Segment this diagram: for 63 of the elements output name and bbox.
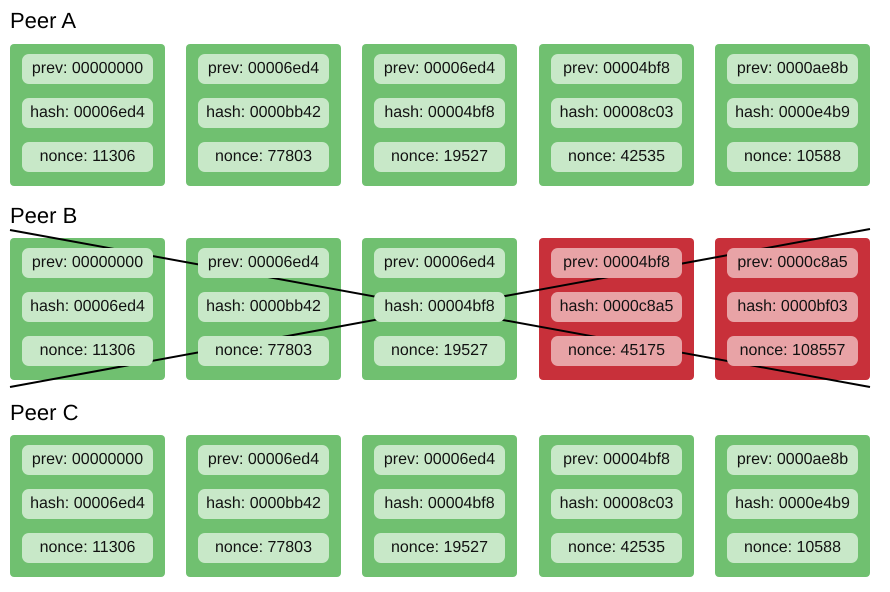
field-value: prev: 00000000 (22, 445, 153, 475)
field-value: prev: 00006ed4 (198, 445, 329, 475)
field-value: prev: 00004bf8 (551, 445, 682, 475)
block-card (362, 435, 517, 577)
block-card (362, 238, 517, 380)
field-value: nonce: 10588 (727, 142, 858, 172)
field-value: hash: 0000e4b9 (727, 489, 858, 519)
field-value: prev: 0000ae8b (727, 54, 858, 84)
field-value: nonce: 108557 (727, 336, 858, 366)
field-value: prev: 00000000 (22, 54, 153, 84)
field-value: nonce: 11306 (22, 336, 153, 366)
field-value: hash: 00004bf8 (374, 98, 505, 128)
field-value: prev: 00006ed4 (374, 445, 505, 475)
field-value: hash: 0000c8a5 (551, 292, 682, 322)
peer-heading: Peer A (10, 8, 76, 34)
field-value: prev: 0000ae8b (727, 445, 858, 475)
invalid-block-card (539, 238, 694, 380)
block-card (186, 238, 341, 380)
block-card (186, 435, 341, 577)
field-value: hash: 00008c03 (551, 98, 682, 128)
field-value: hash: 00006ed4 (22, 489, 153, 519)
block-card (186, 44, 341, 186)
field-value: hash: 00004bf8 (374, 292, 505, 322)
field-value: nonce: 19527 (374, 336, 505, 366)
field-value: prev: 00000000 (22, 248, 153, 278)
field-value: prev: 00006ed4 (198, 54, 329, 84)
field-value: nonce: 77803 (198, 336, 329, 366)
block-card (715, 435, 870, 577)
block-card (539, 44, 694, 186)
peer-heading: Peer B (10, 203, 78, 229)
field-value: hash: 00008c03 (551, 489, 682, 519)
field-value: hash: 00004bf8 (374, 489, 505, 519)
block-card (539, 435, 694, 577)
field-value: nonce: 19527 (374, 533, 505, 563)
field-value: nonce: 77803 (198, 533, 329, 563)
field-value: nonce: 10588 (727, 533, 858, 563)
field-value: prev: 00006ed4 (374, 248, 505, 278)
field-value: nonce: 42535 (551, 533, 682, 563)
field-value: hash: 0000bb42 (198, 98, 329, 128)
field-value: nonce: 11306 (22, 533, 153, 563)
field-value: nonce: 45175 (551, 336, 682, 366)
field-value: prev: 00006ed4 (374, 54, 505, 84)
block-card (362, 44, 517, 186)
field-value: hash: 0000bf03 (727, 292, 858, 322)
block-card (715, 44, 870, 186)
field-value: prev: 00004bf8 (551, 54, 682, 84)
field-value: prev: 00004bf8 (551, 248, 682, 278)
field-value: hash: 0000bb42 (198, 489, 329, 519)
field-value: nonce: 19527 (374, 142, 505, 172)
invalid-block-card (715, 238, 870, 380)
field-value: prev: 0000c8a5 (727, 248, 858, 278)
field-value: prev: 00006ed4 (198, 248, 329, 278)
block-card (10, 435, 165, 577)
block-card (10, 44, 165, 186)
peer-heading: Peer C (10, 400, 78, 426)
field-value: nonce: 11306 (22, 142, 153, 172)
field-value: hash: 00006ed4 (22, 98, 153, 128)
field-value: nonce: 77803 (198, 142, 329, 172)
field-value: nonce: 42535 (551, 142, 682, 172)
block-card (10, 238, 165, 380)
field-value: hash: 0000bb42 (198, 292, 329, 322)
field-value: hash: 0000e4b9 (727, 98, 858, 128)
field-value: hash: 00006ed4 (22, 292, 153, 322)
